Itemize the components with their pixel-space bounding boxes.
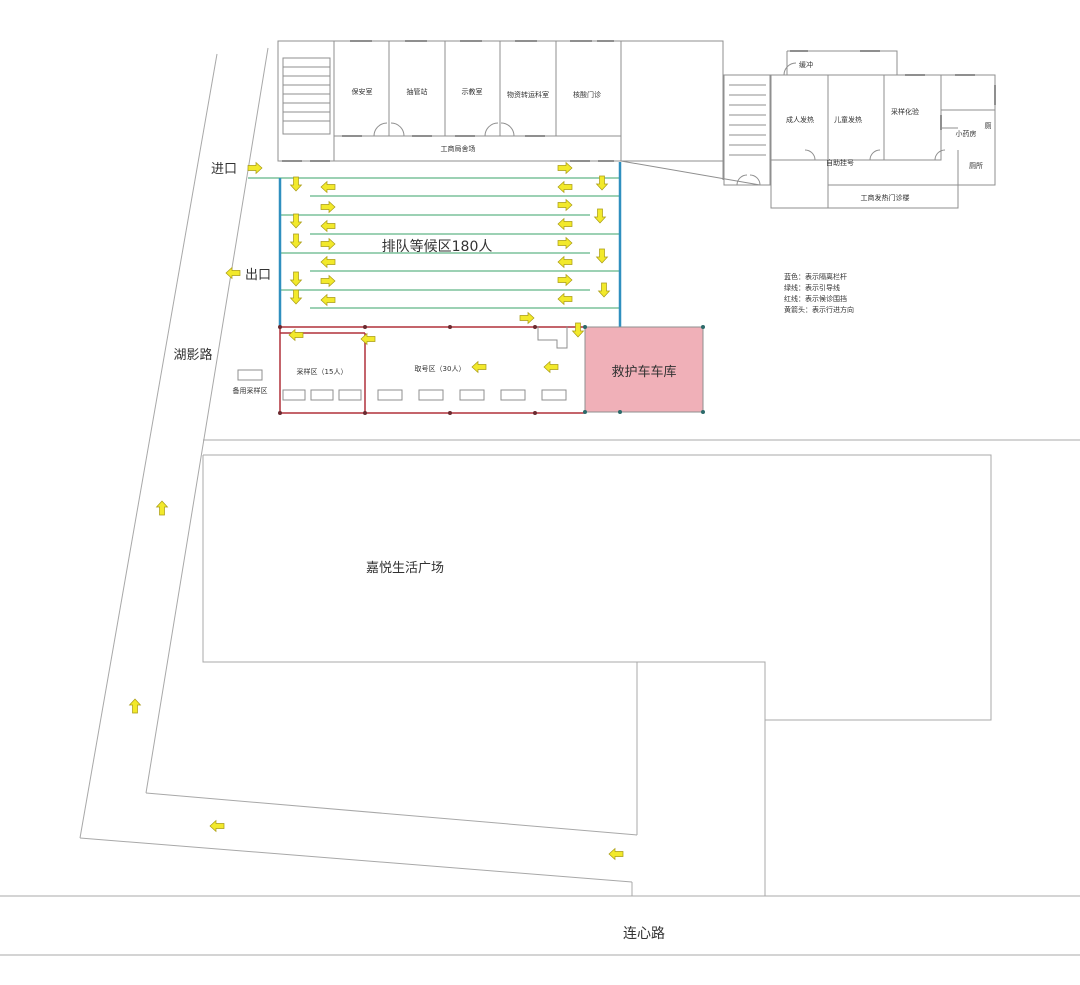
garage-label: 救护车车库 [611, 364, 676, 380]
direction-arrow [557, 236, 573, 250]
direction-arrow [593, 208, 607, 224]
direction-arrow [320, 237, 336, 251]
road-outlines [0, 47, 1080, 956]
room-security: 保安室 [352, 87, 373, 96]
fever-clinic-name: 工商发热门诊楼 [861, 193, 910, 202]
direction-arrow [557, 180, 573, 194]
direction-arrow [519, 311, 535, 325]
booths-sampling [237, 326, 568, 401]
toilet-label: 厕所 [969, 161, 983, 170]
direction-arrow [557, 217, 573, 231]
direction-arrow [320, 200, 336, 214]
direction-arrow [320, 219, 336, 233]
right-building [723, 50, 996, 209]
queue-area-label: 排队等候区180人 [382, 238, 493, 255]
fence-labels: 采样区（15人） 取号区（30人） 备用采样区 [233, 365, 466, 395]
legend-blue: 蓝色：表示隔离栏杆 [784, 272, 847, 281]
stairs-left [282, 57, 331, 135]
legend-yellow: 黄箭头：表示行进方向 [784, 305, 854, 314]
direction-arrow [128, 698, 142, 714]
direction-arrow [360, 332, 376, 346]
waiting-area-label: 取号区（30人） [415, 365, 466, 373]
ambulance-garage [584, 326, 704, 413]
room-wc: 厕 [985, 122, 992, 130]
windows-top [282, 40, 614, 162]
room-teaching: 示教室 [462, 87, 483, 96]
direction-arrow [557, 292, 573, 306]
room-pharmacy: 小药房 [956, 129, 977, 138]
direction-arrow [155, 500, 169, 516]
sampling-area-label: 采样区（15人） [297, 367, 348, 376]
room-supplies: 物资转运科室 [507, 90, 549, 99]
lianxin-road-label: 连心路 [623, 926, 665, 942]
direction-arrow [543, 360, 559, 374]
direction-arrow [320, 293, 336, 307]
buffer-label: 缓冲 [799, 60, 813, 69]
right-building-windows [790, 50, 996, 130]
direction-arrow [608, 847, 624, 861]
direction-arrow [209, 819, 225, 833]
isolation-barriers [278, 162, 622, 327]
plaza-block [202, 454, 992, 896]
fence-posts [278, 325, 537, 415]
direction-arrow [557, 273, 573, 287]
direction-arrow [289, 233, 303, 249]
exit-label: 出口 [245, 268, 271, 283]
direction-arrow [597, 282, 611, 298]
direction-arrow [289, 176, 303, 192]
direction-arrow [320, 274, 336, 288]
room-adult-fever: 成人发热 [786, 115, 814, 124]
legend-green: 绿线：表示引导线 [784, 283, 840, 292]
right-building-labels: 缓冲 成人发热 儿童发热 采样化验 小药房 厕 自助挂号 厕所 工商发热门诊楼 [786, 60, 992, 202]
direction-arrow [289, 289, 303, 305]
corridor-label: 工商局舍场 [441, 144, 476, 153]
direction-arrow [557, 255, 573, 269]
legend-red: 红线：表示候诊围挡 [784, 294, 847, 303]
direction-arrow [320, 255, 336, 269]
direction-arrow [557, 161, 573, 175]
plaza-label: 嘉悦生活广场 [366, 561, 444, 576]
direction-arrow [595, 175, 609, 191]
room-child-fever: 儿童发热 [834, 115, 862, 124]
top-building-labels: 保安室 抽管站 示教室 物资转运科室 核酸门诊 工商局舍场 [352, 87, 602, 153]
self-registration: 自助挂号 [826, 158, 854, 167]
direction-arrows [128, 161, 624, 861]
room-nucleic: 核酸门诊 [573, 90, 601, 99]
direction-arrow [320, 180, 336, 194]
legend: 蓝色：表示隔离栏杆 绿线：表示引导线 红线：表示候诊围挡 黄箭头：表示行进方向 [784, 272, 854, 314]
direction-arrow [289, 271, 303, 287]
room-sampling-lab: 采样化验 [891, 107, 919, 116]
direction-arrow [571, 322, 585, 338]
entry-label: 进口 [211, 162, 237, 177]
room-pipe-station: 抽管站 [407, 87, 428, 96]
huying-road-label: 湖影路 [173, 347, 212, 363]
direction-arrow [557, 198, 573, 212]
garage-posts [583, 325, 705, 414]
direction-arrow [595, 248, 609, 264]
direction-arrow [247, 161, 263, 175]
direction-arrow [288, 328, 304, 342]
direction-arrow [225, 266, 241, 280]
direction-arrow [289, 213, 303, 229]
guide-lines [248, 177, 620, 309]
spare-area-label: 备用采样区 [233, 386, 268, 395]
doors-top [373, 122, 515, 137]
direction-arrow [471, 360, 487, 374]
top-building [277, 40, 761, 186]
